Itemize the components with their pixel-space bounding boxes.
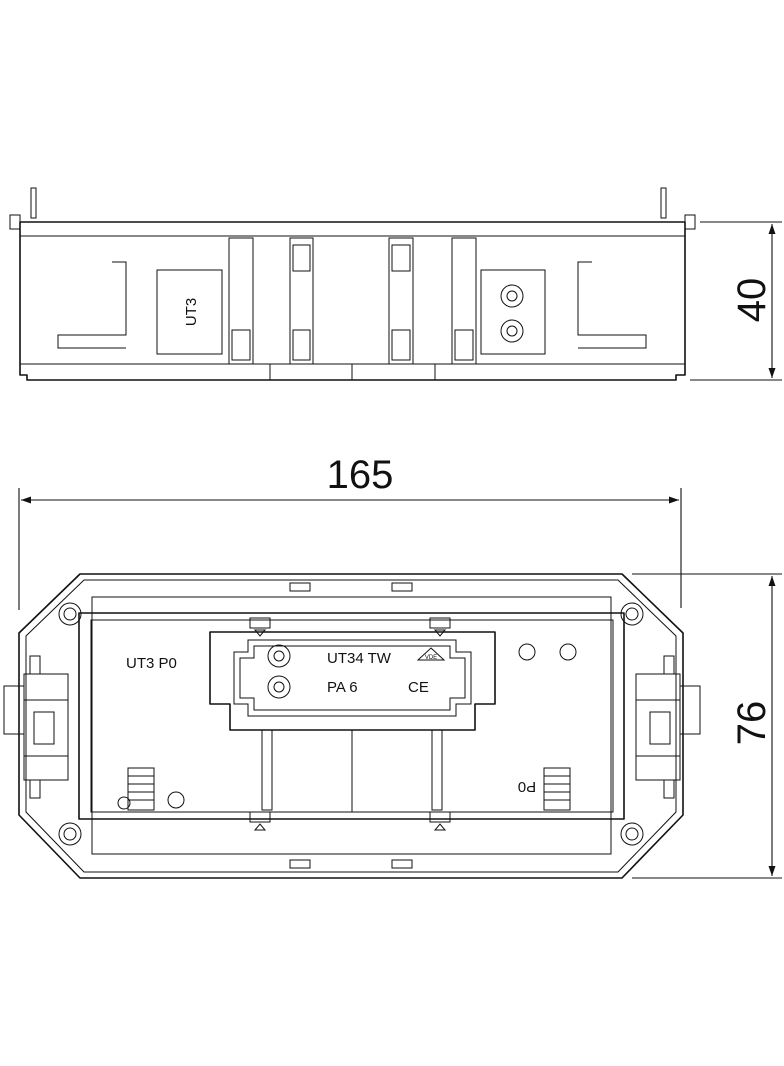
left-side-stud: [9, 214, 21, 230]
dimension-label-40: 40: [730, 278, 774, 323]
ce-mark: CE: [408, 679, 429, 696]
spring-left: [117, 767, 185, 811]
side-label: UT3: [183, 298, 200, 326]
left-compartment-label: UT3 P0: [126, 655, 177, 672]
outer-frame: [18, 573, 684, 879]
screw-icon: [620, 602, 644, 626]
terminal-block: [209, 631, 496, 731]
side-contacts-box: [480, 269, 546, 355]
top-partitions: [249, 617, 451, 831]
top-slot-right: [391, 582, 413, 592]
right-clamp: [635, 655, 701, 799]
side-body: [19, 221, 686, 381]
dimension-label-76: 76: [730, 701, 774, 746]
top-slot-left: [289, 582, 311, 592]
socket-compartment: [78, 612, 625, 820]
top-view: UT3 P0 UT34 TW PA 6 CE VDE P0: [3, 573, 701, 879]
svg-text:VDE: VDE: [425, 655, 437, 661]
dimension-label-165: 165: [327, 453, 394, 497]
cover-plate: [91, 596, 612, 855]
left-clamp: [3, 655, 69, 799]
model-label: UT34 TW: [327, 650, 392, 667]
screw-icon: [620, 822, 644, 846]
bottom-slot-right: [391, 859, 413, 869]
bottom-slot-left: [289, 859, 311, 869]
spring-right: [518, 643, 577, 811]
right-pin: [660, 187, 667, 219]
left-snap-hook: [57, 261, 127, 349]
side-label-box: [156, 269, 223, 355]
right-snap-hook: [577, 261, 647, 349]
dimension-76: 76: [632, 573, 782, 879]
left-pin: [30, 187, 37, 219]
right-side-stud: [684, 214, 696, 230]
screw-icon: [58, 602, 82, 626]
vde-icon: VDE: [416, 647, 446, 661]
material-label: PA 6: [327, 679, 358, 696]
right-compartment-label: P0: [518, 778, 536, 795]
side-partitions: [228, 237, 477, 380]
screw-icon: [58, 822, 82, 846]
side-view: UT3: [9, 187, 696, 381]
dimension-40: 40: [690, 221, 782, 381]
dimension-165: 165: [18, 453, 682, 610]
